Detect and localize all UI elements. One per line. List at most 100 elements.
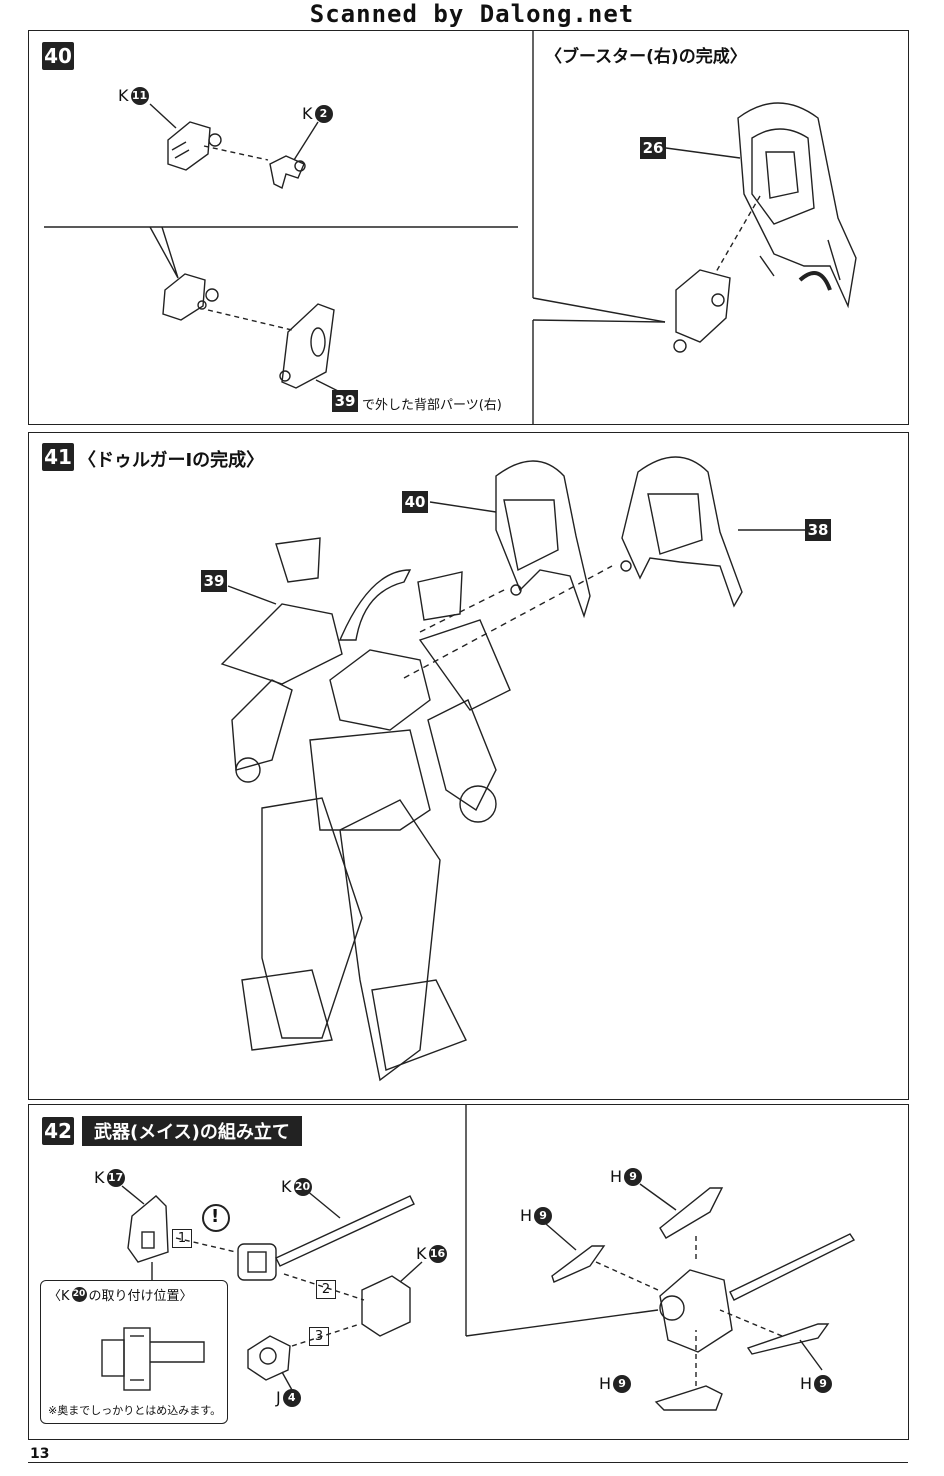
- part-j4-drawing: [247, 1335, 291, 1381]
- ref-step-39: 39: [201, 570, 227, 592]
- step-42-panel: [28, 1104, 909, 1440]
- booster-left-drawing: [495, 460, 591, 619]
- part-label-k11: K 11: [118, 86, 149, 105]
- warning-exclamation: !: [211, 1206, 220, 1227]
- assembly-arrow: [291, 1323, 361, 1347]
- mace-head-drawing: [659, 1233, 856, 1353]
- part-number-badge: 2: [314, 104, 333, 123]
- leader-line: [545, 1223, 577, 1251]
- leader-line: [305, 1189, 341, 1219]
- leader-line: [227, 585, 277, 605]
- part-k2-drawing: [269, 155, 306, 190]
- insert-note: ※奥までしっかりとはめ込みます。: [48, 1404, 222, 1417]
- k20-pos-prefix: 〈K: [48, 1289, 70, 1304]
- assembly-arrow: [403, 565, 613, 679]
- leader-line: [121, 1185, 145, 1205]
- scan-credit: Scanned by Dalong.net: [309, 0, 635, 28]
- booster-right-assembled-drawing: [620, 456, 743, 608]
- divider-zoom: [532, 297, 666, 323]
- step-41-title: 〈ドゥルガーⅠの完成〉: [78, 450, 265, 471]
- h9-part-right: [746, 1323, 830, 1355]
- ref-39-caption: で外した背部パーツ(右): [362, 398, 502, 413]
- part-number-badge: 17: [106, 1168, 125, 1187]
- part-letter: K: [118, 86, 129, 105]
- leader-line: [315, 379, 341, 393]
- part-letter: K: [94, 1168, 105, 1187]
- h9-part-bottom: [654, 1385, 723, 1411]
- part-k11-assembled-drawing: [162, 273, 219, 321]
- step-41-number: 41: [42, 443, 74, 471]
- part-label-h9-right: H 9: [800, 1374, 833, 1393]
- booster-connector-drawing: [673, 269, 731, 353]
- leader-line: [665, 147, 741, 159]
- assembly-arrow: [595, 1261, 659, 1291]
- h9-part-top: [659, 1187, 724, 1239]
- part-label-j4: J 4: [276, 1388, 301, 1407]
- ref-step-26: 26: [640, 137, 666, 159]
- part-number-badge: 20: [71, 1287, 87, 1302]
- sequence-2: 2: [316, 1280, 336, 1299]
- part-number-badge: 9: [814, 1374, 833, 1393]
- assembly-arrow: [719, 1309, 783, 1337]
- footer-rule: [28, 1462, 908, 1463]
- part-k17-drawing: [127, 1195, 169, 1263]
- divider-zoom: [532, 319, 666, 323]
- part-letter: J: [276, 1388, 281, 1407]
- leader-line: [281, 1371, 293, 1391]
- part-number-badge: 4: [282, 1388, 301, 1407]
- h9-part-left: [551, 1245, 606, 1283]
- part-number-badge: 9: [534, 1206, 553, 1225]
- part-number-badge: 16: [428, 1244, 447, 1263]
- step-42-title: 武器(メイス)の組み立て: [82, 1116, 302, 1146]
- part-label-h9-left: H 9: [520, 1206, 553, 1225]
- leader-line: [799, 1339, 823, 1371]
- assembly-arrow: [203, 145, 269, 161]
- ref-step-40: 40: [402, 491, 428, 513]
- k20-position-title: 〈K 20 の取り付け位置〉: [48, 1285, 193, 1304]
- step-42-number: 42: [42, 1117, 74, 1145]
- part-label-k17: K 17: [94, 1168, 125, 1187]
- booster-right-drawing: [737, 102, 857, 309]
- mecha-durga-drawing: [220, 537, 511, 1082]
- part-letter: K: [302, 104, 313, 123]
- part-k11-drawing: [167, 121, 222, 171]
- part-number-badge: 9: [613, 1374, 632, 1393]
- step-40-panel: [28, 30, 909, 425]
- part-letter: K: [416, 1244, 427, 1263]
- part-label-k16: K 16: [416, 1244, 447, 1263]
- warning-mark: [202, 1204, 230, 1232]
- assembly-arrow: [419, 587, 509, 633]
- part-letter: H: [520, 1206, 533, 1225]
- leader-line: [293, 121, 319, 161]
- page-number: 13: [30, 1446, 50, 1462]
- divider-zoom: [465, 1309, 659, 1337]
- rotation-arrow: [798, 270, 832, 291]
- part-number-badge: 11: [130, 86, 149, 105]
- part-k16-drawing: [361, 1275, 411, 1337]
- assembly-arrow: [207, 309, 293, 331]
- part-label-h9-bottom: H 9: [599, 1374, 632, 1393]
- leader-line: [399, 1261, 423, 1283]
- part-k20-mace-shaft: [237, 1195, 415, 1281]
- part-letter: K: [281, 1177, 292, 1196]
- part-label-h9-top: H 9: [610, 1167, 643, 1186]
- part-letter: H: [800, 1374, 813, 1393]
- back-part-right-drawing: [279, 303, 335, 389]
- part-label-k2: K 2: [302, 104, 333, 123]
- step-40-number: 40: [42, 42, 74, 70]
- k20-pos-suffix: の取り付け位置〉: [88, 1289, 193, 1304]
- k20-position-detail: [101, 1327, 205, 1391]
- booster-right-title: 〈ブースター(右)の完成〉: [545, 47, 747, 67]
- assembly-arrow: [715, 195, 761, 273]
- leader-line: [429, 501, 497, 513]
- k20-position-box: [40, 1280, 228, 1424]
- ref-step-39: 39: [332, 390, 358, 412]
- step-41-panel: [28, 432, 909, 1100]
- part-letter: H: [599, 1374, 612, 1393]
- leader-line: [639, 1183, 677, 1211]
- part-number-badge: 9: [624, 1167, 643, 1186]
- sequence-1: 1: [172, 1229, 192, 1248]
- sequence-3: 3: [309, 1327, 329, 1346]
- assembly-arrow: [283, 1273, 365, 1301]
